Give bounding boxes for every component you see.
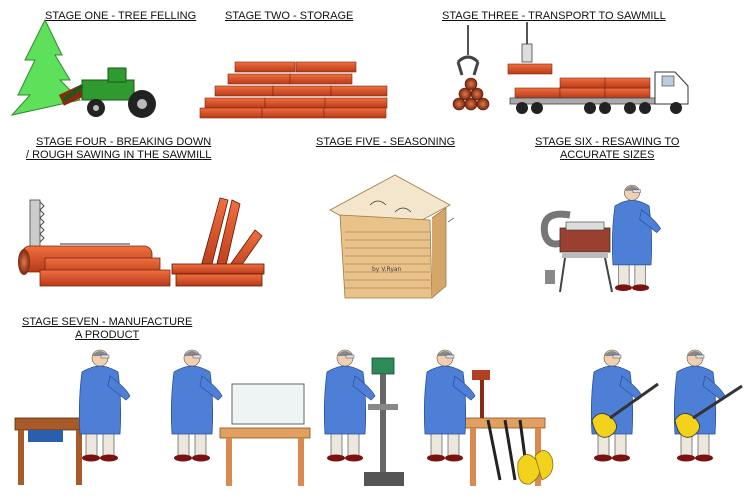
stage-three-illustration (452, 22, 689, 114)
stage-one-title: STAGE ONE - TREE FELLING (45, 10, 196, 23)
stage-one-title-line: STAGE ONE - TREE FELLING (45, 10, 197, 22)
stage-five-title-line: STAGE FIVE - SEASONING (316, 136, 456, 148)
stage-one-illustration (10, 18, 156, 118)
stage-six-illustration (540, 184, 661, 293)
stage-four-illustration (18, 197, 265, 287)
stage-three-title-line: STAGE THREE - TRANSPORT TO SAWMILL (442, 10, 666, 22)
stage-seven-illustration (14, 349, 743, 486)
stage-two-title-line: STAGE TWO - STORAGE (225, 10, 354, 22)
credit-label: by V.Ryan (372, 266, 402, 273)
stage-four-title-line-2: / ROUGH SAWING IN THE SAWMILL (26, 149, 212, 161)
stage-five-title: STAGE FIVE - SEASONING (316, 136, 455, 149)
stage-six-title-line-2: ACCURATE SIZES (559, 149, 655, 161)
stage-two-title: STAGE TWO - STORAGE (225, 10, 353, 23)
stage-six-title-line-1: STAGE SIX - RESAWING TO (535, 136, 680, 148)
stage-seven-title: STAGE SEVEN - MANUFACTURE A PRODUCT (22, 316, 192, 342)
stage-two-illustration (199, 61, 388, 119)
stage-four-title-line-1: STAGE FOUR - BREAKING DOWN (36, 136, 212, 148)
stage-six-title: STAGE SIX - RESAWING TO ACCURATE SIZES (535, 136, 679, 162)
stage-four-title: STAGE FOUR - BREAKING DOWN / ROUGH SAWIN… (26, 136, 211, 162)
stage-seven-title-line-1: STAGE SEVEN - MANUFACTURE (22, 316, 193, 328)
stage-three-title: STAGE THREE - TRANSPORT TO SAWMILL (442, 10, 666, 23)
stage-five-illustration (329, 174, 455, 299)
stage-seven-title-line-2: A PRODUCT (75, 329, 140, 341)
